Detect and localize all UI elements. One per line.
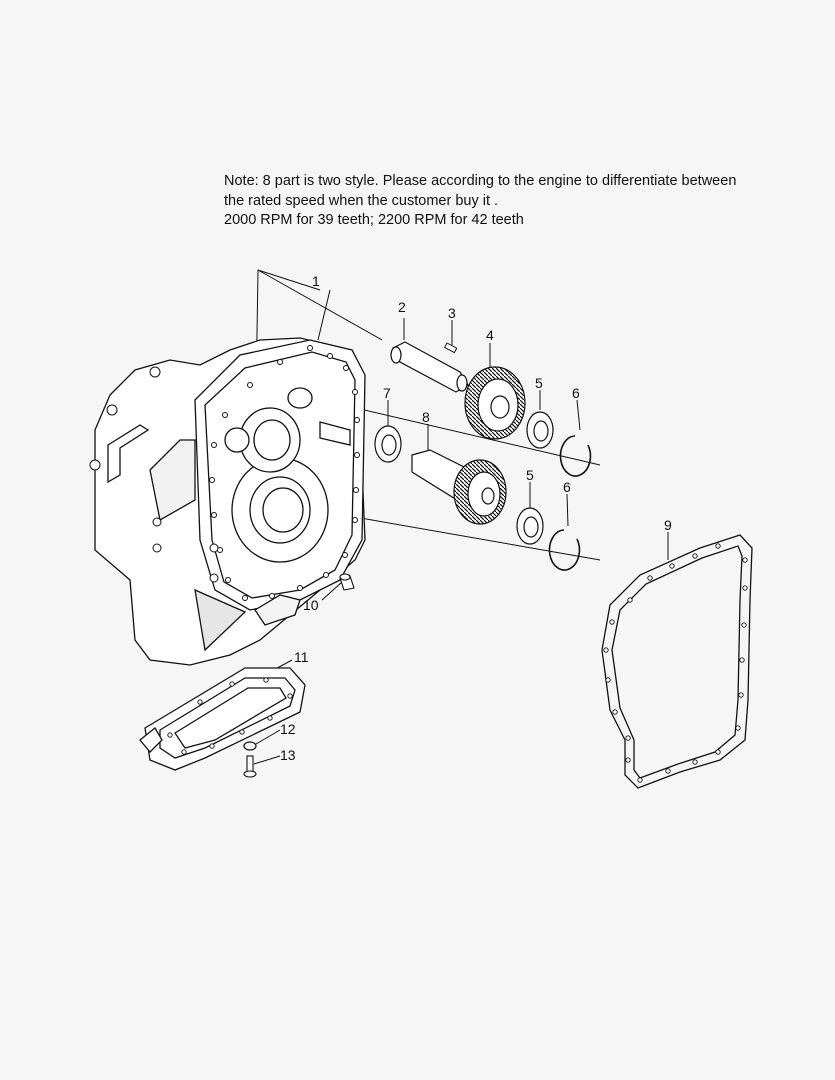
bearing-part-7 (374, 425, 402, 463)
gear-part-4 (464, 366, 526, 440)
callout-labels: 1 2 3 4 5 6 7 8 5 6 9 10 11 12 13 (280, 273, 672, 763)
note-line-3: 2000 RPM for 39 teeth; 2200 RPM for 42 t… (224, 212, 524, 228)
diagram-note: Note: 8 part is two style. Please accord… (224, 172, 784, 231)
callout-5-upper: 5 (535, 375, 543, 391)
bearing-part-5-lower (516, 507, 544, 545)
callout-8: 8 (422, 409, 430, 425)
key-part-3 (443, 342, 458, 354)
washer-part-12 (243, 741, 257, 751)
oil-pan-bolt-holes (167, 677, 293, 755)
callout-4: 4 (486, 327, 494, 343)
callout-9: 9 (664, 517, 672, 533)
note-line-1: Note: 8 part is two style. Please accord… (224, 173, 737, 189)
gear-shaft-part-8 (411, 449, 507, 525)
callout-11: 11 (294, 649, 309, 665)
circlip-part-6-lower (548, 529, 581, 571)
callout-6-upper: 6 (572, 385, 580, 401)
shaft-part-2 (390, 341, 469, 393)
housing-part-1 (94, 337, 366, 666)
gasket-bolt-holes (603, 543, 748, 783)
callout-6-lower: 6 (563, 479, 571, 495)
oil-pan-part-11 (139, 667, 306, 771)
circlip-part-6-upper (559, 435, 592, 477)
bolt-part-13 (243, 755, 257, 778)
housing-bolt-holes (89, 345, 360, 601)
callout-2: 2 (398, 299, 406, 315)
bearing-part-5-upper (526, 411, 554, 449)
callout-3: 3 (448, 305, 456, 321)
callout-1: 1 (312, 273, 320, 289)
callout-5-lower: 5 (526, 467, 534, 483)
callout-7: 7 (383, 385, 391, 401)
note-line-2: the rated speed when the customer buy it… (224, 192, 499, 209)
dowel-part-10 (339, 573, 355, 591)
callout-10: 10 (303, 597, 319, 613)
callout-13: 13 (280, 747, 296, 763)
gasket-part-9 (601, 534, 753, 789)
callout-12: 12 (280, 721, 296, 737)
